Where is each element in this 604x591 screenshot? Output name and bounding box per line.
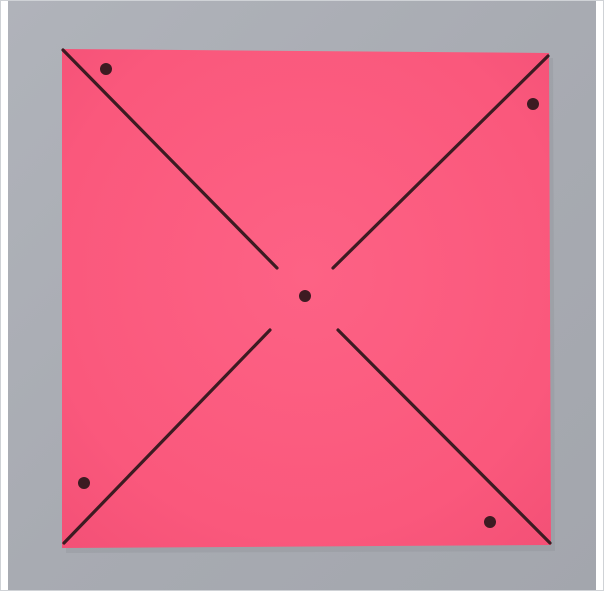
photo-border	[0, 0, 604, 591]
photo	[0, 0, 604, 591]
